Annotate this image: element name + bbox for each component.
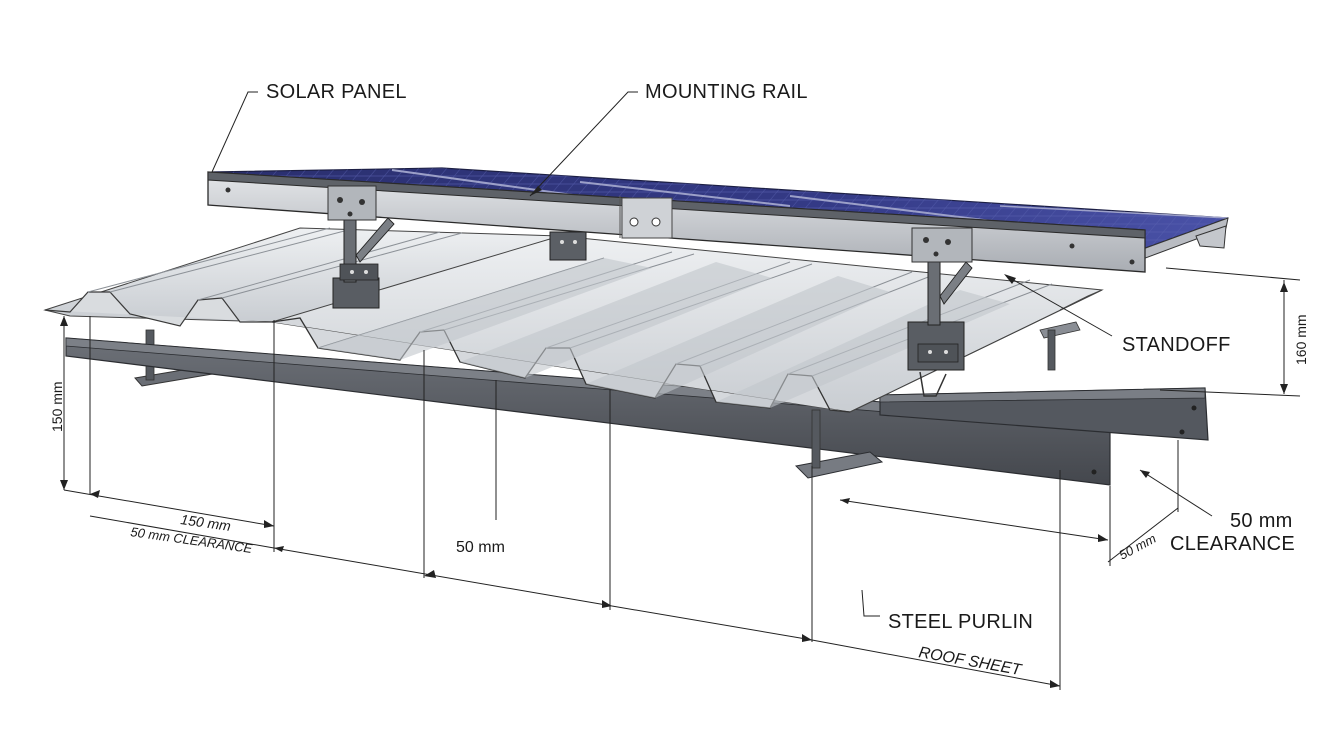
dim-bottom-mid: 50 mm [456, 539, 505, 556]
dimension-arrows [60, 282, 1288, 688]
label-clearance-word: CLEARANCE [1170, 533, 1295, 555]
standoff-mid [549, 231, 587, 261]
dim-left-height: 150 mm [49, 381, 65, 432]
dim-right-depth: 50 mm [1116, 531, 1158, 563]
dim-right-height: 160 mm [1293, 314, 1309, 365]
roof-sheet-main [271, 235, 1104, 413]
label-roof-sheet: ROOF SHEET [917, 644, 1023, 679]
leader-lines [211, 91, 1113, 617]
dim-bottom-left-clearance: 50 mm CLEARANCE [130, 524, 254, 556]
leader-arrows [530, 186, 1016, 284]
steel-purlin-right [879, 321, 1209, 441]
label-standoff: STANDOFF [1122, 334, 1231, 356]
label-clearance-value: 50 mm [1230, 510, 1293, 532]
roof-sheet-left [43, 227, 561, 327]
mounting-rail [207, 171, 1146, 273]
label-mounting-rail: MOUNTING RAIL [645, 81, 808, 103]
label-steel-purlin: STEEL PURLIN [888, 611, 1033, 633]
standoff-left [332, 217, 395, 309]
dim-bottom-left-span: 150 mm [180, 511, 233, 534]
label-solar-panel: SOLAR PANEL [266, 81, 407, 103]
standoff-right [907, 254, 973, 397]
dimension-lines [63, 267, 1301, 690]
